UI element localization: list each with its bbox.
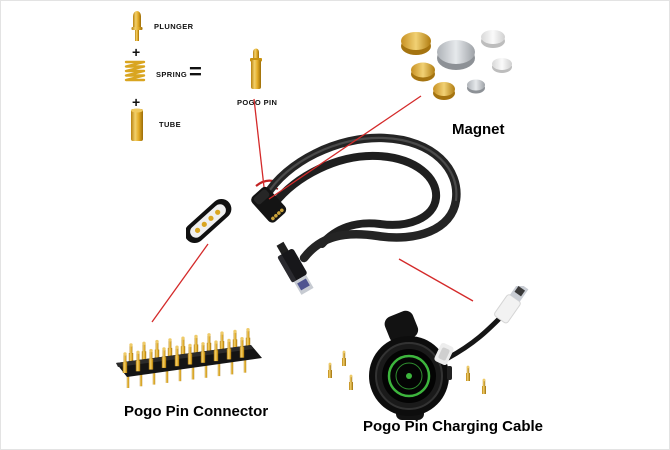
magnetic-connector-head bbox=[251, 186, 287, 223]
pogo-pin-connector-image bbox=[101, 301, 276, 401]
loose-pogo-pin bbox=[328, 362, 332, 378]
pogo-strip-connector bbox=[186, 198, 232, 244]
spring-icon bbox=[123, 59, 149, 89]
pogo-pin-connector-label: Pogo Pin Connector bbox=[124, 403, 269, 420]
magnet-disc-gold-1 bbox=[401, 32, 431, 55]
plunger-icon bbox=[128, 9, 146, 43]
loose-pogo-pin bbox=[349, 374, 353, 390]
cable-image bbox=[186, 126, 486, 306]
tube-icon bbox=[128, 107, 146, 143]
magnet-group-image bbox=[396, 26, 526, 111]
charging-clip bbox=[434, 342, 454, 366]
magnet-disc-silver-2 bbox=[467, 79, 485, 94]
loose-pogo-pin bbox=[466, 365, 470, 381]
magnet-disc-gold-2 bbox=[411, 62, 435, 82]
plus-sign-2: + bbox=[132, 94, 141, 110]
magnet-disc-silver-1 bbox=[437, 40, 475, 70]
usb-a-connector bbox=[276, 241, 314, 295]
usb-a-white-connector bbox=[494, 286, 529, 324]
tube-label: TUBE bbox=[159, 120, 182, 129]
watch-cable bbox=[445, 313, 505, 361]
plus-sign-1: + bbox=[132, 44, 141, 60]
magnet-disc-white-1 bbox=[481, 30, 505, 48]
spring-label: SPRING bbox=[156, 70, 188, 79]
pogo-pin-icon bbox=[246, 46, 266, 94]
plunger-label: PLUNGER bbox=[154, 22, 194, 31]
magnet-disc-gold-3 bbox=[433, 82, 455, 100]
smartwatch bbox=[369, 336, 452, 416]
watch-strap-top bbox=[384, 310, 419, 344]
charging-cable-image bbox=[316, 286, 546, 421]
loose-pogo-pin bbox=[342, 350, 346, 366]
pogo-pin-charging-cable-label: Pogo Pin Charging Cable bbox=[363, 418, 544, 435]
loose-pogo-pin bbox=[482, 378, 486, 394]
equals-sign: = bbox=[189, 59, 202, 84]
magnet-disc-white-2 bbox=[492, 58, 512, 73]
magnet-label: Magnet bbox=[452, 121, 505, 138]
pogo-pin-label: POGO PIN bbox=[237, 98, 278, 107]
watch-crown bbox=[447, 366, 452, 380]
